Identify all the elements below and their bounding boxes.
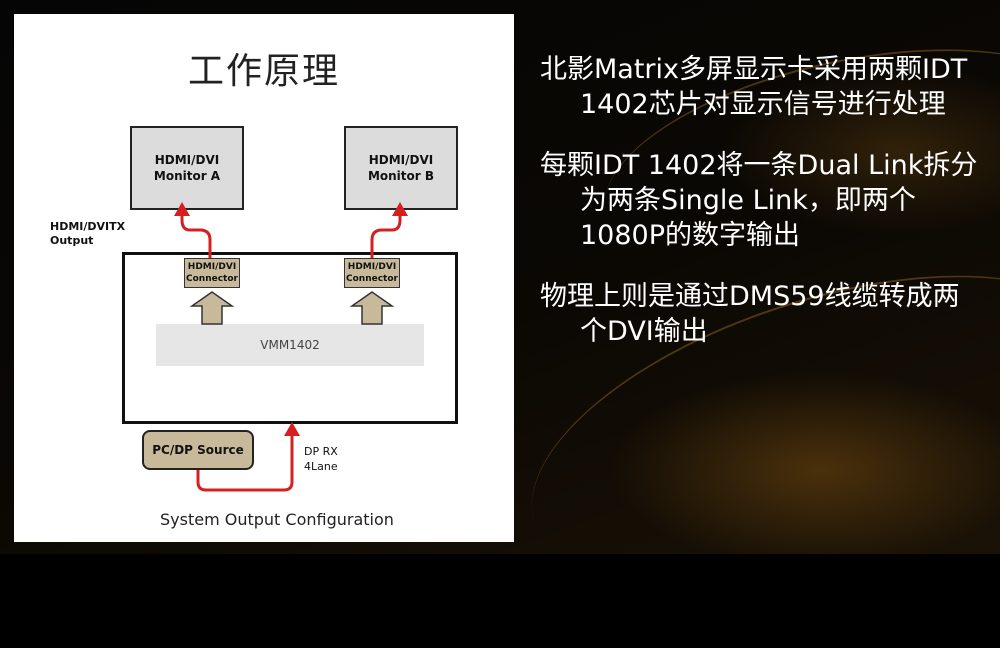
red-arrow-a [180,214,212,258]
tan-up-arrow-b [349,291,395,325]
bullet-1-first: 北影Matrix多屏显示卡采用两颗 [540,54,923,85]
pc-dp-source: PC/DP Source [142,430,254,470]
bullet-2-rest: 分为两条Single Link，即两个1080P的数字输出 [580,150,978,251]
diagram-caption: System Output Configuration [160,510,394,529]
output-label-line1: HDMI/DVITX [50,220,126,233]
connector-b-line1: HDMI/DVI [347,262,397,272]
diagram-panel: 工作原理 HDMI/DVI Monitor A HDMI/DVI Monitor… [14,14,514,542]
pc-dp-source-label: PC/DP Source [152,443,244,457]
bullet-2-first: 每颗IDT 1402将一条Dual Link拆 [540,150,951,181]
connector-b: HDMI/DVI Connector [344,258,400,288]
output-label-line2: Output [50,234,94,247]
output-label: HDMI/DVITX Output [50,220,125,248]
bullet-1-rest: IDT 1402芯片对显示信号进行处理 [580,54,968,120]
bullet-item: 每颗IDT 1402将一条Dual Link拆分为两条Single Link，即… [540,148,980,253]
connector-a-line2: Connector [186,274,238,284]
system-box [122,252,458,424]
connection-arrows [174,202,408,492]
connector-b-line2: Connector [346,274,398,284]
monitor-a-line2: Monitor A [153,169,221,183]
monitor-b-line1: HDMI/DVI [368,153,434,167]
red-arrow-b [370,214,402,258]
connector-a: HDMI/DVI Connector [184,258,240,288]
bullet-3-rest: 个DVI输出 [580,316,708,347]
bullet-item: 物理上则是通过DMS59线缆转成两个DVI输出 [540,279,980,349]
vmm-chip-label: VMM1402 [260,338,320,352]
connector-a-line1: HDMI/DVI [187,262,237,272]
diagram-title: 工作原理 [187,51,340,92]
red-arrowhead-a [174,202,190,216]
tan-up-arrow-a [189,291,235,325]
red-arrowhead-b [392,202,408,216]
dp-rx-line2: 4Lane [304,460,338,473]
red-arrowhead-source [284,422,300,436]
monitor-a: HDMI/DVI Monitor A [130,126,244,210]
bullet-item: 北影Matrix多屏显示卡采用两颗IDT 1402芯片对显示信号进行处理 [540,52,980,122]
vmm-chip: VMM1402 [156,324,424,366]
dp-rx-label: DP RX 4Lane [304,444,338,474]
bullet-3-first: 物理上则是通过DMS59线缆转成两 [540,281,960,312]
monitor-b-line2: Monitor B [367,169,435,183]
dp-rx-line1: DP RX [304,445,338,458]
monitor-a-line1: HDMI/DVI [154,153,220,167]
bullet-list: 北影Matrix多屏显示卡采用两颗IDT 1402芯片对显示信号进行处理 每颗I… [540,52,980,375]
red-arrow-source [196,434,294,492]
